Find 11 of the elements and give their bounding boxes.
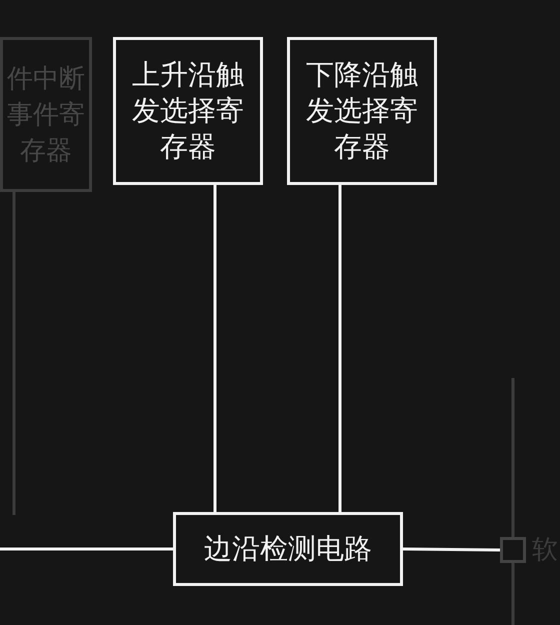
connector-line [512, 563, 514, 625]
register-box: 上升沿触发选择寄存器 [113, 37, 263, 185]
connector-line [214, 185, 216, 512]
register-box: 下降沿触发选择寄存器 [287, 37, 437, 185]
connector-line [512, 378, 514, 537]
junction-box [500, 537, 526, 563]
connector-line [338, 185, 342, 512]
connector-line [12, 192, 16, 515]
connector-line [402, 548, 500, 552]
circuit-box: 边沿检测电路 [173, 512, 403, 586]
connector-line [0, 548, 173, 550]
